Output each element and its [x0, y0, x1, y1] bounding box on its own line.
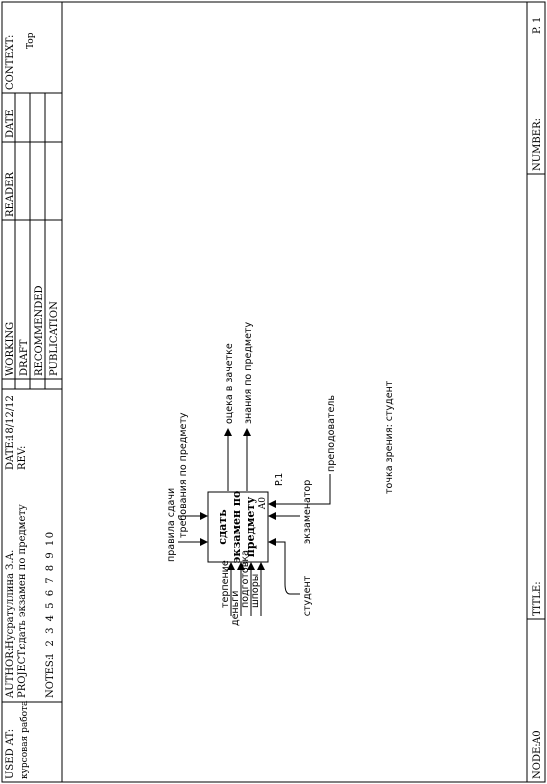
number-label: NUMBER: — [532, 118, 543, 171]
mechanism-label-ekzamenator: экзаменатор — [302, 480, 313, 544]
output-label-znaniya: знания по предмету — [243, 322, 254, 424]
activity-label-line-3: предмету — [244, 497, 257, 557]
author-value: Нусратуллина З.А. — [5, 550, 16, 649]
rev-label: REV: — [17, 446, 28, 470]
date-label: DATE: — [5, 438, 16, 470]
input-label-shpory: шпоры — [250, 574, 261, 608]
status-publication: PUBLICATION — [49, 301, 60, 376]
mechanism-label-prepodovatel: преподователь — [326, 395, 337, 472]
control-label-trebovaniya: требования по предмету — [178, 412, 189, 538]
control-label-pravila: правила сдачи — [166, 488, 177, 562]
used-at-value: курсовая работа — [19, 700, 30, 779]
input-label-terpenie: терпение — [220, 560, 231, 608]
reader-date-label: DATE — [5, 109, 16, 138]
mechanism-label-student: студент — [302, 575, 313, 616]
mechanism-arrow-3 — [268, 538, 300, 595]
date-value: 18/12/12 — [5, 395, 16, 440]
author-label: AUTHOR: — [5, 648, 16, 699]
activity-label-line-1: сдать — [216, 509, 229, 545]
activity-page-ref: P.1 — [274, 473, 285, 486]
activity-id: A0 — [258, 497, 268, 510]
title-label: TITLE: — [532, 581, 543, 616]
notes-numbers: 1 2 3 4 5 6 7 8 9 10 — [45, 530, 56, 659]
reader-label: READER — [5, 172, 16, 217]
input-label-podgotovka: подготовка — [240, 550, 251, 608]
output-label-ocenka: оцека в зачетке — [224, 343, 235, 424]
input-label-dengi: деньги — [230, 591, 241, 626]
mechanism-arrow-1 — [268, 474, 331, 508]
page-number: P. 1 — [532, 17, 543, 34]
node-label: NODE: — [532, 743, 543, 779]
status-recommended: RECOMMENDED — [34, 285, 45, 376]
notes-label: NOTES: — [45, 657, 56, 698]
status-working: WORKING — [5, 322, 16, 376]
viewpoint-note: точка зрения: студент — [384, 380, 395, 494]
node-value: A0 — [532, 730, 543, 745]
activity-label-line-2: экзамен по — [230, 491, 243, 564]
context-value: Top — [26, 32, 36, 49]
project-value: сдать экзамен по предмету — [17, 504, 28, 649]
used-at-label: USED AT: — [5, 729, 16, 779]
project-label: PROJECT: — [17, 647, 28, 698]
status-draft: DRAFT — [19, 339, 30, 376]
context-label: CONTEXT: — [5, 35, 16, 90]
